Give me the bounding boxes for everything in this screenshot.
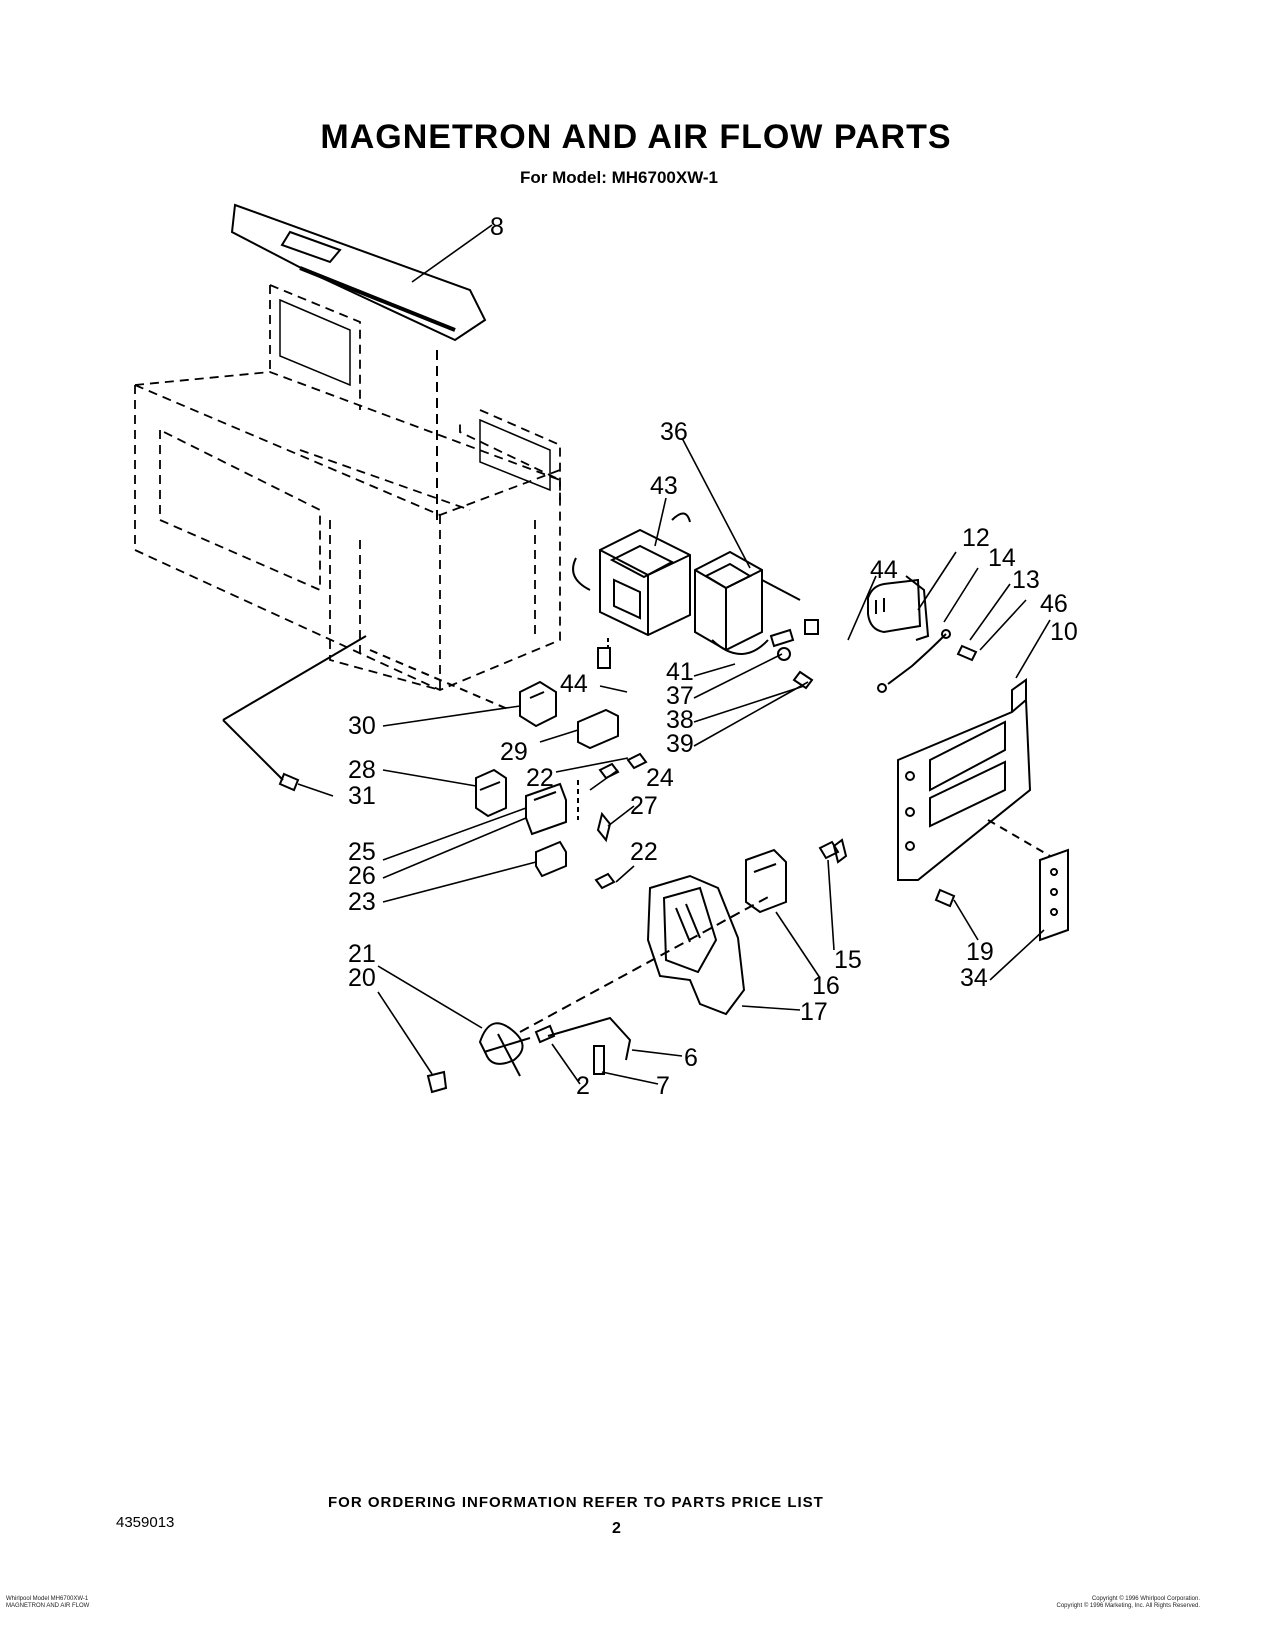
label-part-21: 21 bbox=[348, 940, 376, 968]
label-part-38: 38 bbox=[666, 706, 694, 734]
footer-fine-print-right: Copyright © 1996 Whirlpool Corporation. … bbox=[1057, 1596, 1201, 1610]
part-34-plate bbox=[987, 819, 1069, 942]
label-part-20: 20 bbox=[348, 964, 376, 992]
part-14-bracket bbox=[905, 575, 930, 641]
label-part-46: 46 bbox=[1040, 590, 1068, 618]
label-part-16: 16 bbox=[812, 972, 840, 1000]
label-part-23: 23 bbox=[348, 888, 376, 916]
part-46-screw bbox=[956, 644, 978, 662]
cabinet-frame bbox=[134, 284, 561, 691]
guide-line-31 bbox=[222, 635, 367, 781]
part-17-air-duct bbox=[646, 874, 746, 1016]
label-part-39: 39 bbox=[666, 730, 694, 758]
part-28-switch bbox=[475, 768, 507, 818]
part-30-switch bbox=[519, 680, 557, 728]
label-part-10: 10 bbox=[1050, 618, 1078, 646]
fine-right-line-2: Copyright © 1996 Marketing, Inc. All Rig… bbox=[1056, 1603, 1201, 1609]
part-13-wire bbox=[877, 629, 951, 693]
part-7-clip bbox=[593, 1045, 605, 1075]
label-part-29: 29 bbox=[500, 738, 528, 766]
part-21-fan-blade bbox=[478, 1022, 531, 1077]
model-subtitle: For Model: MH6700XW-1 bbox=[520, 168, 719, 187]
part-10-back-plate bbox=[897, 678, 1032, 881]
label-part-44-left: 44 bbox=[560, 670, 588, 698]
label-part-2: 2 bbox=[576, 1072, 590, 1100]
fine-left-line-1: Whirlpool Model MH6700XW-1 bbox=[6, 1596, 89, 1602]
document-number: 4359013 bbox=[116, 1514, 175, 1531]
part-8-top-grille bbox=[230, 203, 487, 342]
label-part-22-upper: 22 bbox=[526, 764, 554, 792]
label-part-37: 37 bbox=[666, 682, 694, 710]
fine-left-line-2: MAGNETRON AND AIR FLOW bbox=[6, 1603, 90, 1609]
page-title: MAGNETRON AND AIR FLOW PARTS bbox=[320, 118, 952, 156]
label-part-12: 12 bbox=[962, 524, 990, 552]
part-36-magnetron bbox=[694, 550, 801, 655]
part-12-capacitor bbox=[867, 578, 922, 634]
part-20-nut bbox=[426, 1070, 448, 1094]
part-16-switch bbox=[745, 848, 787, 914]
label-part-31: 31 bbox=[348, 782, 376, 810]
cabinet-openings bbox=[279, 298, 551, 492]
guide-line-fan bbox=[519, 895, 771, 1033]
label-part-25: 25 bbox=[348, 838, 376, 866]
fine-right-line-1: Copyright © 1996 Whirlpool Corporation. bbox=[1091, 1596, 1200, 1602]
page-number: 2 bbox=[612, 1520, 621, 1537]
label-part-28: 28 bbox=[348, 756, 376, 784]
label-part-43: 43 bbox=[650, 472, 678, 500]
part-29-switch bbox=[577, 708, 619, 750]
part-2-screw bbox=[534, 1024, 556, 1044]
small-screws bbox=[278, 752, 848, 890]
label-part-30: 30 bbox=[348, 712, 376, 740]
part-19-screw bbox=[934, 888, 956, 908]
part-6-bracket bbox=[547, 1016, 632, 1061]
label-part-14: 14 bbox=[988, 544, 1016, 572]
label-part-7: 7 bbox=[656, 1072, 670, 1100]
label-part-6: 6 bbox=[684, 1044, 698, 1072]
part-labels: 8 36 43 44 12 14 13 46 10 44 41 37 38 39… bbox=[348, 213, 1078, 1100]
leader-lines bbox=[297, 224, 1051, 1085]
label-part-24: 24 bbox=[646, 764, 674, 792]
label-part-44-right: 44 bbox=[870, 556, 898, 584]
part-15-screw bbox=[818, 840, 840, 860]
label-part-36: 36 bbox=[660, 418, 688, 446]
label-part-8: 8 bbox=[490, 213, 504, 241]
label-part-34: 34 bbox=[960, 964, 988, 992]
label-part-22-lower: 22 bbox=[630, 838, 658, 866]
part-41-37-38-39-hardware bbox=[597, 619, 819, 690]
label-part-13: 13 bbox=[1012, 566, 1040, 594]
guide-line-switches bbox=[369, 649, 511, 711]
label-part-19: 19 bbox=[966, 938, 994, 966]
label-part-41: 41 bbox=[666, 658, 694, 686]
label-part-26: 26 bbox=[348, 862, 376, 890]
label-part-17: 17 bbox=[800, 998, 828, 1026]
part-23-switch bbox=[535, 840, 567, 878]
label-part-27: 27 bbox=[630, 792, 658, 820]
part-43-transformer bbox=[572, 512, 691, 637]
label-part-15: 15 bbox=[834, 946, 862, 974]
ordering-info: FOR ORDERING INFORMATION REFER TO PARTS … bbox=[328, 1494, 824, 1511]
footer-fine-print-left: Whirlpool Model MH6700XW-1 MAGNETRON AND… bbox=[6, 1596, 89, 1610]
